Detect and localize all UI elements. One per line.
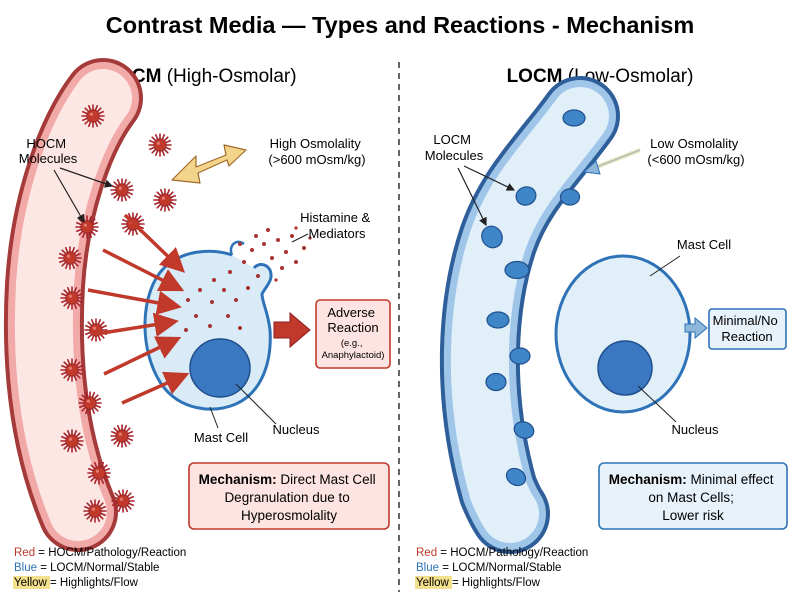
locm-nucleus-label: Nucleus	[672, 422, 719, 437]
svg-text:Minimal/No Reaction: Minimal/No Reaction	[713, 313, 782, 344]
locm-mechanism-box: Mechanism: Minimal effect on Mast Cells;…	[598, 462, 788, 530]
histamine-label: Histamine & Mediators	[300, 210, 374, 241]
locm-mast-cell	[554, 254, 692, 414]
locm-mast-cell-label: Mast Cell	[677, 237, 731, 252]
hocm-mechanism-box: Mechanism: Direct Mast Cell Degranulatio…	[188, 462, 390, 530]
svg-text:(e.g., Anaphylactoid): (e.g., Anaphylactoid)	[322, 338, 385, 361]
locm-mast-cell-pointer	[649, 255, 681, 277]
low-osmolality-label: Low Osmolality (<600 mOsm/kg)	[647, 136, 744, 167]
locm-blood-vessel	[439, 76, 620, 554]
svg-text:Blue = LOCM/Normal/Stable: Blue = LOCM/Normal/Stable	[14, 562, 159, 574]
hocm-blood-vessel	[3, 58, 143, 552]
locm-molecules	[481, 109, 586, 487]
minimal-reaction-arrow	[684, 316, 708, 340]
high-osmolality-label: High Osmolality (>600 mOsm/kg)	[268, 136, 365, 167]
legend-left: Red = HOCM/Pathology/Reaction Blue = LOC…	[13, 547, 186, 589]
hocm-mast-cell-label: Mast Cell	[194, 430, 248, 445]
hocm-molecules-label: HOCM Molecules	[19, 136, 78, 166]
svg-text:Adverse Reaction: Adverse Reaction	[327, 305, 378, 335]
svg-text:Yellow = Highlights/Flow: Yellow = Highlights/Flow	[14, 577, 139, 589]
hocm-osmotic-arrows	[87, 213, 190, 405]
adverse-reaction-box: Adverse Reaction (e.g., Anaphylactoid)	[315, 299, 391, 369]
reaction-arrow	[273, 311, 311, 349]
hocm-molecules-pointers	[53, 167, 114, 224]
svg-text:Red = HOCM/Pathology/Reaction: Red = HOCM/Pathology/Reaction	[14, 547, 186, 559]
minimal-reaction-box: Minimal/No Reaction	[708, 308, 787, 350]
hocm-mast-cell-pointer	[209, 406, 219, 429]
page-title: Contrast Media — Types and Reactions - M…	[106, 12, 695, 38]
locm-molecules-pointers	[457, 165, 516, 227]
legend-right: Red = HOCM/Pathology/Reaction Blue = LOC…	[415, 547, 588, 589]
svg-text:Mechanism: Direct Mast Cell: Mechanism: Direct Mast Cell Degranulatio…	[199, 472, 380, 523]
locm-nucleus-pointer	[637, 385, 677, 423]
svg-text:Blue = LOCM/Normal/Stable: Blue = LOCM/Normal/Stable	[416, 562, 561, 574]
hocm-nucleus-label: Nucleus	[273, 422, 320, 437]
svg-text:Mechanism: Minimal effect: Mechanism: Minimal effect on Mast Cells;…	[609, 472, 778, 523]
locm-molecules-label: LOCM Molecules	[425, 132, 484, 163]
histamine-granules	[184, 226, 312, 332]
svg-text:Red = HOCM/Pathology/Reaction: Red = HOCM/Pathology/Reaction	[416, 547, 588, 559]
hocm-nucleus-pointer	[235, 383, 277, 425]
low-osmolality-arrow	[582, 148, 641, 175]
high-osmolality-arrow	[171, 144, 247, 184]
histamine-pointer	[291, 233, 309, 243]
svg-text:Yellow = Highlights/Flow: Yellow = Highlights/Flow	[416, 577, 541, 589]
